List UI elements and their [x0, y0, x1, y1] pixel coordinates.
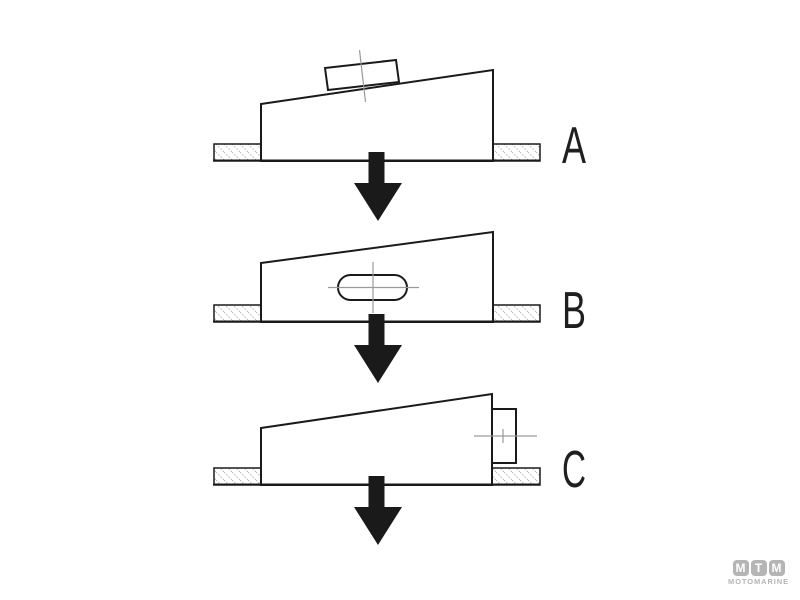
centerlines-a — [358, 49, 367, 103]
base-plate-left-b — [213, 304, 262, 323]
logo-letter-box-1: M — [732, 560, 749, 576]
base-plate-right-a — [491, 143, 541, 162]
stage-a-label: A — [562, 117, 586, 175]
centerline-a — [358, 49, 367, 103]
logo-letter-squares: M T M — [728, 560, 789, 576]
base-plate-left-a — [213, 143, 262, 162]
stage-a: A — [213, 49, 586, 221]
base-plate-right-c — [491, 467, 541, 486]
centerlines-c — [474, 429, 537, 443]
stage-b-label: B — [562, 282, 586, 340]
logo-letter-box-3: M — [768, 560, 785, 576]
down-arrow-a — [354, 152, 402, 221]
stage-c: C — [213, 392, 586, 545]
centerlines-b — [328, 262, 419, 313]
down-arrow-c — [354, 476, 402, 545]
stage-c-label: C — [562, 441, 586, 499]
wedge-block-c — [260, 392, 493, 486]
stage-b: B — [213, 230, 586, 383]
base-plate-left-c — [213, 467, 262, 486]
logo-letter-box-2: T — [750, 560, 767, 576]
down-arrow-b — [354, 314, 402, 383]
mtm-motomarine-logo: M T M MOTOMARINE — [728, 560, 789, 586]
logo-subtitle: MOTOMARINE — [728, 577, 789, 586]
base-plate-right-b — [491, 304, 541, 323]
